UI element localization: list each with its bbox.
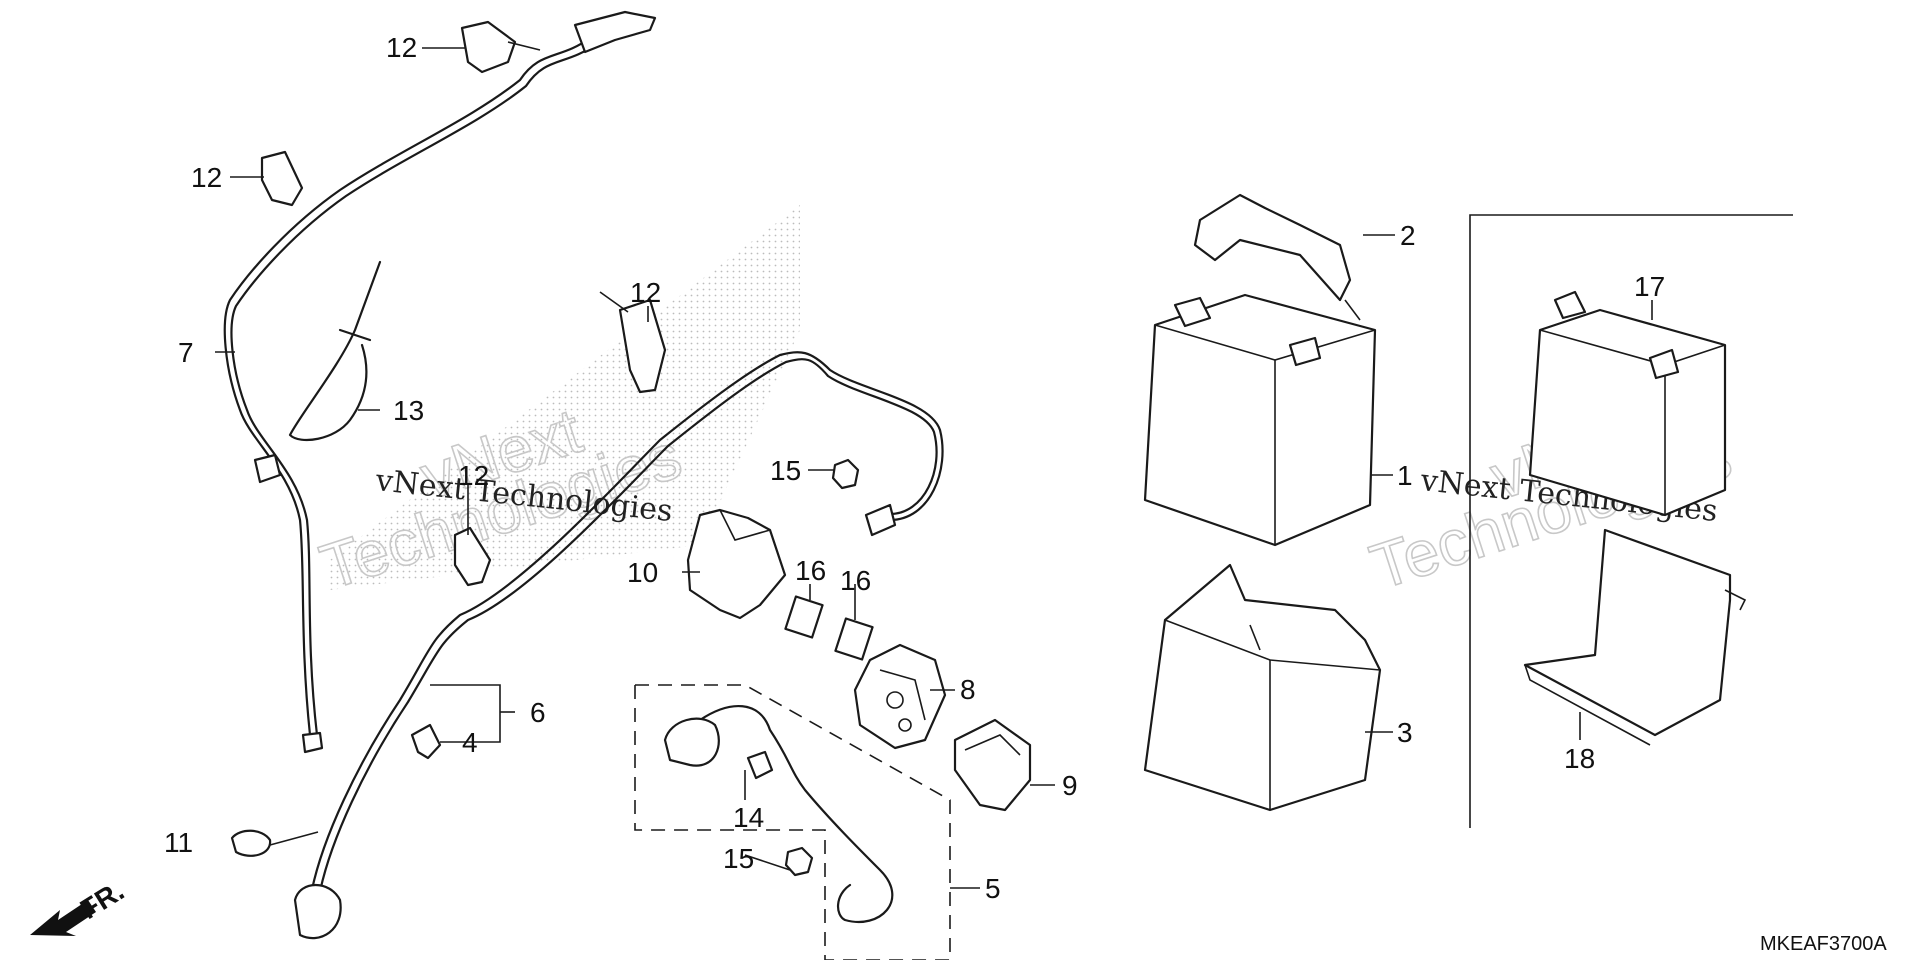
callout-15-top: 15 [770, 455, 801, 486]
bolt-part-15-lower [784, 846, 814, 877]
callout-11: 11 [164, 827, 193, 858]
callout-7: 7 [178, 337, 194, 368]
cable-frame-part-5 [634, 684, 951, 960]
callout-4: 4 [462, 727, 478, 758]
fuse-part-16-b [834, 617, 874, 661]
callout-2: 2 [1400, 220, 1416, 251]
cable-tie-part-13 [288, 260, 382, 442]
band-part-11 [230, 829, 319, 857]
callout-5: 5 [985, 873, 1001, 904]
callout-6: 6 [530, 697, 546, 728]
battery-cable-part-6 [293, 351, 944, 940]
callout-1: 1 [1397, 460, 1413, 491]
starter-relay-part-8 [853, 643, 947, 750]
callout-17: 17 [1634, 271, 1665, 302]
clip-part-12-middle [599, 291, 667, 394]
clip-part-4 [410, 723, 442, 760]
clip-part-12-left [260, 150, 304, 207]
relay-boot-part-9 [953, 718, 1032, 812]
cable-part-5 [663, 705, 894, 923]
callout-8: 8 [960, 674, 976, 705]
callout-16-a: 16 [795, 555, 826, 586]
callout-12-lower: 12 [458, 460, 489, 491]
clip-part-12-top [460, 20, 541, 74]
clip-part-12-lower [453, 526, 492, 587]
callout-12-middle: 12 [630, 277, 661, 308]
diagram-code: MKEAF3700A [1760, 933, 1887, 955]
cover-part-10 [686, 508, 787, 620]
callout-10: 10 [627, 557, 658, 588]
callout-12-top: 12 [386, 32, 417, 63]
separator-line [1469, 214, 1793, 828]
callout-15-lower: 15 [723, 843, 754, 874]
front-arrow-icon: FR. [30, 875, 129, 936]
callout-16-b: 16 [840, 565, 871, 596]
leader-lines [215, 47, 1653, 889]
callout-13: 13 [393, 395, 424, 426]
callout-14: 14 [733, 802, 764, 833]
battery-part-1 [1143, 293, 1377, 547]
battery-band-part-2 [1193, 193, 1361, 321]
fuse-part-16-a [784, 595, 824, 639]
bolt-part-15-top [831, 458, 860, 490]
dotted-background-band [330, 205, 800, 590]
battery-case-part-3 [1143, 563, 1382, 812]
callout-12-left: 12 [191, 162, 222, 193]
wire-harness-part-7 [223, 10, 657, 754]
battery-part-17 [1528, 290, 1727, 517]
callout-3: 3 [1397, 717, 1413, 748]
callout-9: 9 [1062, 770, 1078, 801]
callout-18: 18 [1564, 743, 1595, 774]
battery-case-part-18 [1523, 528, 1747, 746]
